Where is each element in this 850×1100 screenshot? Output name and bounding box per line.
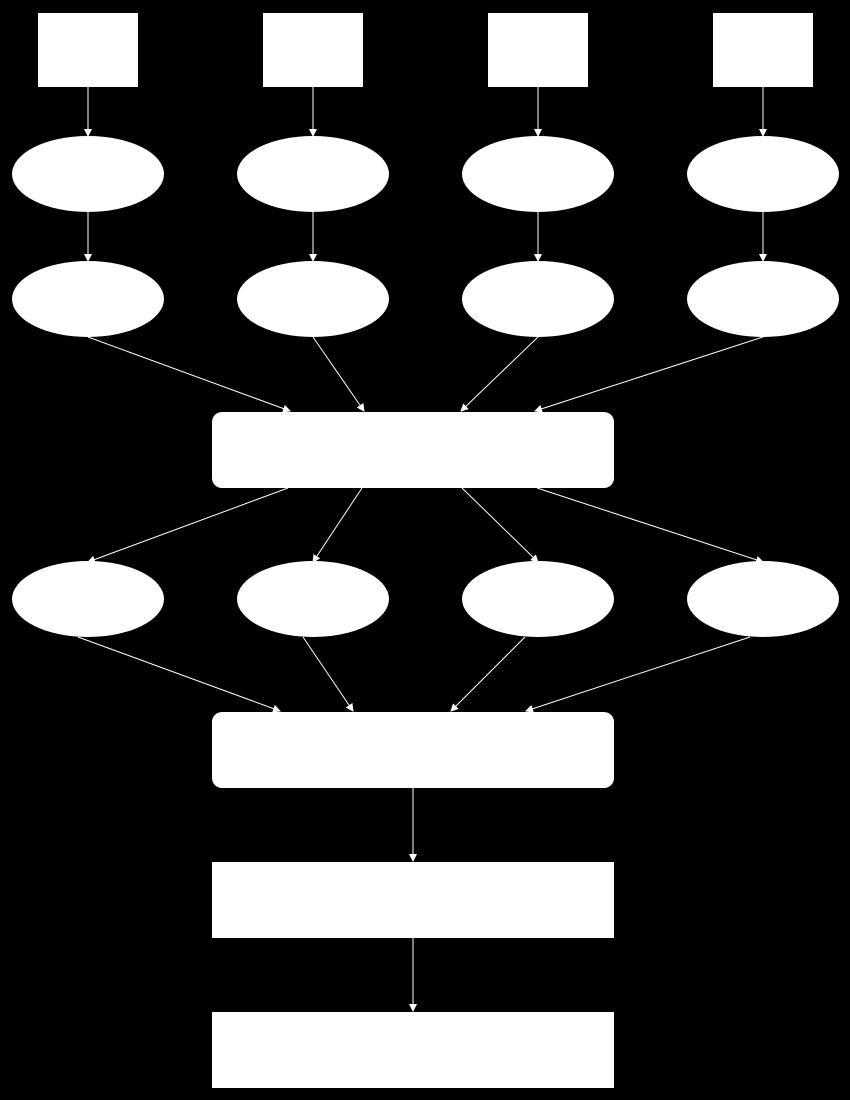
edges: [77, 87, 767, 1012]
edge-merge1-to-stage3-2: [312, 487, 363, 563]
edge-stage3-4-to-merge2: [525, 636, 751, 713]
stage2-node: [462, 261, 614, 337]
stage3-node: [12, 561, 164, 637]
stage2-node: [237, 261, 389, 337]
input-node: [713, 13, 813, 87]
edge-stage2-2-to-merge1: [312, 336, 365, 412]
edge-stage3-1-to-merge2: [77, 636, 281, 713]
output1-node: [212, 862, 614, 938]
edge-stage2-1-to-merge1: [87, 336, 291, 413]
input-node: [38, 13, 138, 87]
stage3-node: [462, 561, 614, 637]
nodes: [12, 13, 839, 1088]
merge1-node: [212, 412, 614, 488]
edge-merge1-to-stage3-4: [536, 487, 764, 564]
output2-node: [212, 1012, 614, 1088]
stage3-node: [687, 561, 839, 637]
stage2-node: [12, 261, 164, 337]
edge-stage2-3-to-merge1: [460, 336, 539, 412]
edge-merge1-to-stage3-3: [461, 487, 539, 563]
edge-stage3-3-to-merge2: [450, 636, 526, 712]
input-node: [263, 13, 363, 87]
input-node: [488, 13, 588, 87]
stage1-node: [687, 136, 839, 212]
merge2-node: [212, 712, 614, 788]
stage1-node: [12, 136, 164, 212]
stage1-node: [237, 136, 389, 212]
edge-stage2-4-to-merge1: [534, 336, 764, 413]
stage3-node: [237, 561, 389, 637]
stage1-node: [462, 136, 614, 212]
edge-stage3-2-to-merge2: [302, 636, 354, 712]
stage2-node: [687, 261, 839, 337]
edge-merge1-to-stage3-1: [87, 487, 289, 564]
